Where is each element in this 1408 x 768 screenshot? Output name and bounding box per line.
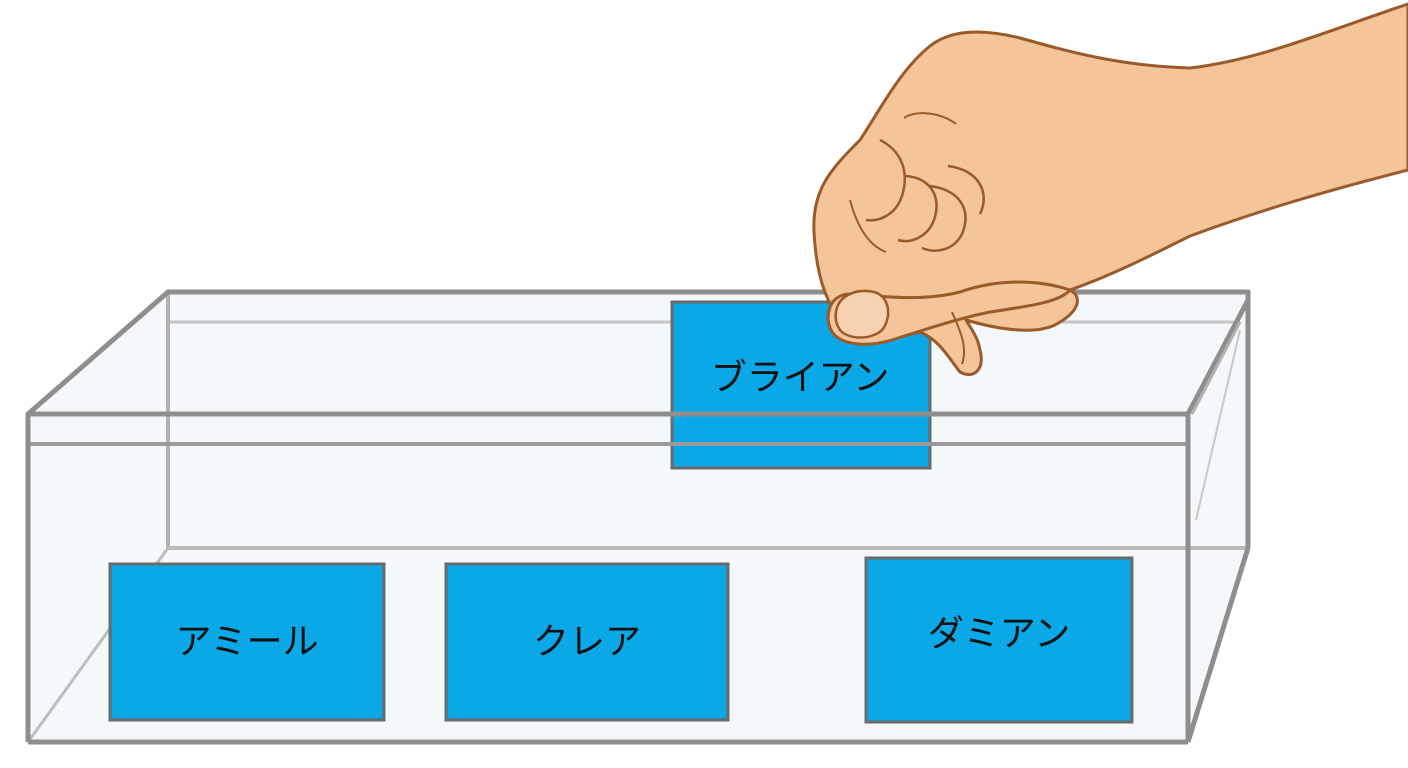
card-amir-label: アミール xyxy=(175,622,318,663)
card-brian-label: ブライアン xyxy=(711,358,890,399)
box-front xyxy=(25,289,1251,745)
card-amir[interactable]: アミール xyxy=(108,562,386,722)
card-damian[interactable]: ダミアン xyxy=(864,556,1134,724)
card-damian-label: ダミアン xyxy=(928,614,1071,655)
card-claire[interactable]: クレア xyxy=(444,562,730,722)
card-claire-label: クレア xyxy=(533,622,641,663)
hand-illustration xyxy=(812,2,1408,376)
